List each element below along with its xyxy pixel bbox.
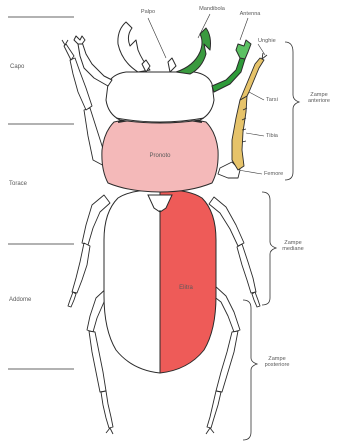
label-zampe-anteriore-line2: anteriore	[300, 98, 338, 104]
label-palpo: Palpo	[141, 9, 155, 15]
right-antenna-club	[236, 40, 251, 59]
label-zampe-mediane: Zampe mediane	[276, 240, 310, 253]
left-hind-tarsus	[101, 391, 113, 428]
left-hind-claws	[106, 428, 113, 434]
left-elytron	[104, 190, 160, 373]
label-antenna: Antenna	[240, 11, 261, 17]
label-capo: Capo	[10, 64, 24, 71]
bracket-posteriore	[243, 300, 257, 440]
pointer-femore	[238, 170, 262, 174]
right-antenna-group	[212, 40, 251, 92]
right-hind-tibia	[216, 331, 238, 392]
label-pronoto: Pronoto	[149, 153, 170, 160]
label-addome: Addome	[9, 297, 31, 304]
label-tibia: Tibia	[266, 133, 278, 139]
label-unghie: Unghie	[258, 38, 276, 44]
head	[106, 72, 214, 123]
right-palp	[168, 58, 176, 72]
right-mid-tibia	[237, 244, 256, 293]
pointer-antenna	[240, 18, 248, 40]
right-front-leg	[218, 53, 267, 178]
label-torace: Torace	[9, 181, 27, 188]
label-elitra: Elitra	[179, 285, 193, 292]
label-zampe-anteriore: Zampe anteriore	[300, 92, 338, 105]
left-front-claws	[62, 40, 68, 45]
left-hind-tibia	[89, 331, 106, 392]
right-hind-tarsus	[207, 391, 221, 428]
left-antenna-club	[74, 36, 85, 44]
right-mid-tarsus	[252, 292, 260, 307]
label-zampe-posteriore-line2: posteriore	[258, 362, 296, 368]
elytra	[104, 190, 216, 373]
bracket-mediane	[262, 192, 276, 305]
left-mid-tibia	[72, 243, 90, 293]
right-mandible-group	[176, 28, 211, 74]
label-zampe-mediane-line2: mediane	[276, 246, 310, 252]
left-front-tarsus	[64, 44, 74, 60]
right-mandible	[176, 28, 211, 74]
right-elytron	[160, 190, 216, 373]
pointer-tarsi	[249, 92, 264, 100]
pointer-unghie	[258, 44, 265, 55]
pointer-tibia	[246, 133, 264, 136]
pointer-palpo	[148, 18, 166, 58]
left-mid-tarsus	[68, 292, 76, 307]
label-mandibola: Mandibola	[199, 6, 225, 12]
right-antenna-scape	[212, 58, 245, 92]
right-front-tibia	[232, 96, 247, 170]
label-femore: Femore	[264, 171, 283, 177]
label-tarsi: Tarsi	[266, 97, 278, 103]
label-zampe-posteriore: Zampe posteriore	[258, 356, 296, 369]
right-hind-claws	[206, 428, 214, 434]
bracket-anteriore	[285, 42, 299, 180]
